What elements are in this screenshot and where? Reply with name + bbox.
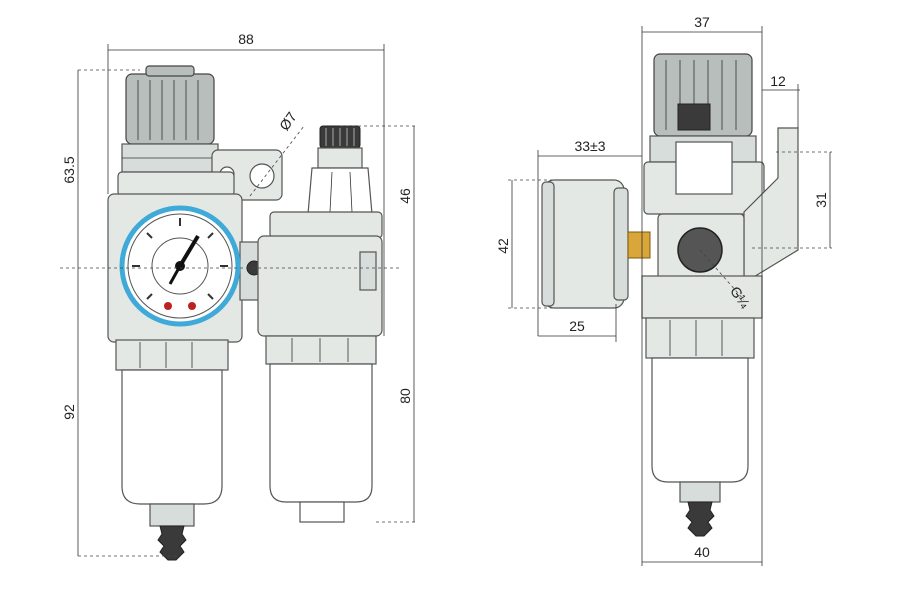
side-drain-icon: [685, 501, 715, 537]
dim-side-width-bottom: 40: [694, 544, 710, 560]
side-gauge-icon: [541, 179, 651, 309]
dim-lubricator-upper: 46: [397, 188, 413, 204]
dim-lubricator-lower: 80: [397, 388, 413, 404]
front-dimensions: 88 63.5 92 46 80 Ø7: [60, 31, 416, 557]
dim-front-lower-height: 92: [61, 404, 77, 420]
dim-front-upper-height: 63.5: [61, 156, 77, 183]
front-view: 88 63.5 92 46 80 Ø7: [60, 31, 416, 561]
side-knob-icon: [649, 53, 757, 163]
regulator-knob-icon: [121, 65, 219, 173]
side-dimensions: 37 12 33±3 42 31 25 G¼ 40: [495, 14, 832, 566]
dim-front-width: 88: [238, 31, 254, 47]
dim-gauge-depth: 25: [569, 318, 585, 334]
side-stem: [675, 141, 733, 195]
lubricator: [257, 125, 383, 523]
dim-bracket-height: 31: [813, 192, 829, 208]
dim-side-width-top: 37: [694, 14, 710, 30]
drain-fitting-icon: [157, 525, 187, 561]
dim-gauge-projection: 33±3: [574, 138, 605, 154]
dim-bracket-offset: 12: [770, 73, 786, 89]
port-hole-icon: [249, 163, 275, 189]
dim-port-diameter: Ø7: [276, 109, 300, 134]
filter-bowl: [115, 339, 229, 561]
pressure-gauge-icon: [119, 205, 241, 327]
dim-gauge-diameter: 42: [495, 238, 511, 254]
side-bowl: [645, 317, 755, 537]
side-view: 37 12 33±3 42 31 25 G¼ 40: [495, 14, 832, 566]
